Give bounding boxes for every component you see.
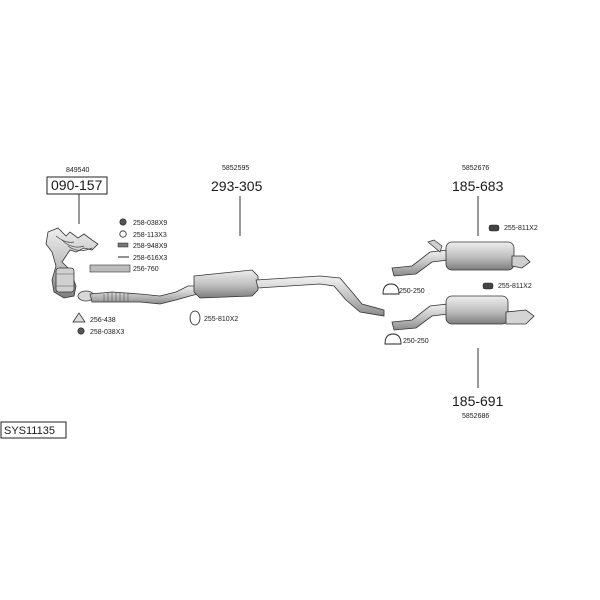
clamp-icon [382, 283, 400, 295]
system-code: SYS11135 [4, 425, 55, 437]
accessory-item[interactable]: 255-810X2 [189, 310, 238, 326]
rubber-hanger-icon [189, 310, 201, 326]
accessory-label: 255-811X2 [498, 283, 532, 290]
triangle-gasket-icon [72, 312, 86, 323]
manifold-oe-number: 849540 [66, 167, 89, 174]
rear-lower-part-number[interactable]: 185-691 [452, 393, 504, 409]
rear-upper-part-number[interactable]: 185-683 [452, 178, 504, 194]
hanger-rubber-icon [482, 282, 494, 290]
accessory-label: 258-616X3 [133, 255, 167, 262]
middle-oe-number: 5852595 [222, 165, 249, 172]
clamp-icon [384, 333, 402, 345]
rear-silencer-upper[interactable] [391, 239, 531, 277]
hanger-rubber-icon [488, 224, 500, 232]
gasket-strip-icon [89, 264, 131, 273]
accessory-label: 250-250 [399, 288, 425, 295]
front-pipe[interactable] [77, 285, 199, 305]
accessory-item[interactable]: 256-438 [72, 312, 116, 324]
rear-silencer-lower[interactable] [391, 295, 535, 331]
washer-icon [119, 230, 127, 238]
accessory-label: 256-438 [90, 317, 116, 324]
rear-lower-oe-number: 5852686 [462, 413, 489, 420]
accessory-item[interactable]: 258-038X9 [119, 218, 168, 227]
accessory-item[interactable]: 258-038X3 [77, 327, 125, 336]
accessory-item[interactable]: 258-616X3 [118, 255, 167, 262]
exhaust-manifold-catalyst[interactable] [45, 227, 99, 299]
accessory-label: 256-760 [133, 266, 159, 273]
accessory-label: 255-811X2 [504, 225, 538, 232]
accessory-item[interactable]: 255-811X2 [488, 224, 538, 232]
accessory-item[interactable]: 255-811X2 [482, 282, 532, 290]
nut-icon [119, 218, 127, 226]
accessory-label: 258-113X3 [133, 232, 167, 239]
stud-icon [117, 242, 129, 248]
middle-part-number[interactable]: 293-305 [211, 178, 263, 194]
accessory-label: 258-948X9 [133, 243, 167, 250]
accessory-item[interactable]: 258-948X9 [117, 242, 167, 250]
accessory-label: 258-038X3 [90, 329, 124, 336]
accessory-label: 255-810X2 [204, 316, 238, 323]
accessory-label: 258-038X9 [133, 220, 167, 227]
nut-icon [77, 327, 85, 335]
accessory-item[interactable]: 250-250 [382, 283, 425, 295]
accessory-item[interactable]: 250-250 [384, 333, 429, 345]
accessory-item[interactable]: 258-113X3 [119, 230, 167, 239]
accessory-label: 250-250 [403, 338, 429, 345]
system-code-box [0, 421, 67, 439]
rear-upper-oe-number: 5852676 [462, 165, 489, 172]
accessory-item[interactable]: 256-760 [89, 264, 159, 273]
manifold-part-number[interactable]: 090-157 [51, 177, 103, 193]
manifold-number-box[interactable] [46, 176, 108, 195]
middle-silencer-assembly[interactable] [193, 269, 385, 317]
